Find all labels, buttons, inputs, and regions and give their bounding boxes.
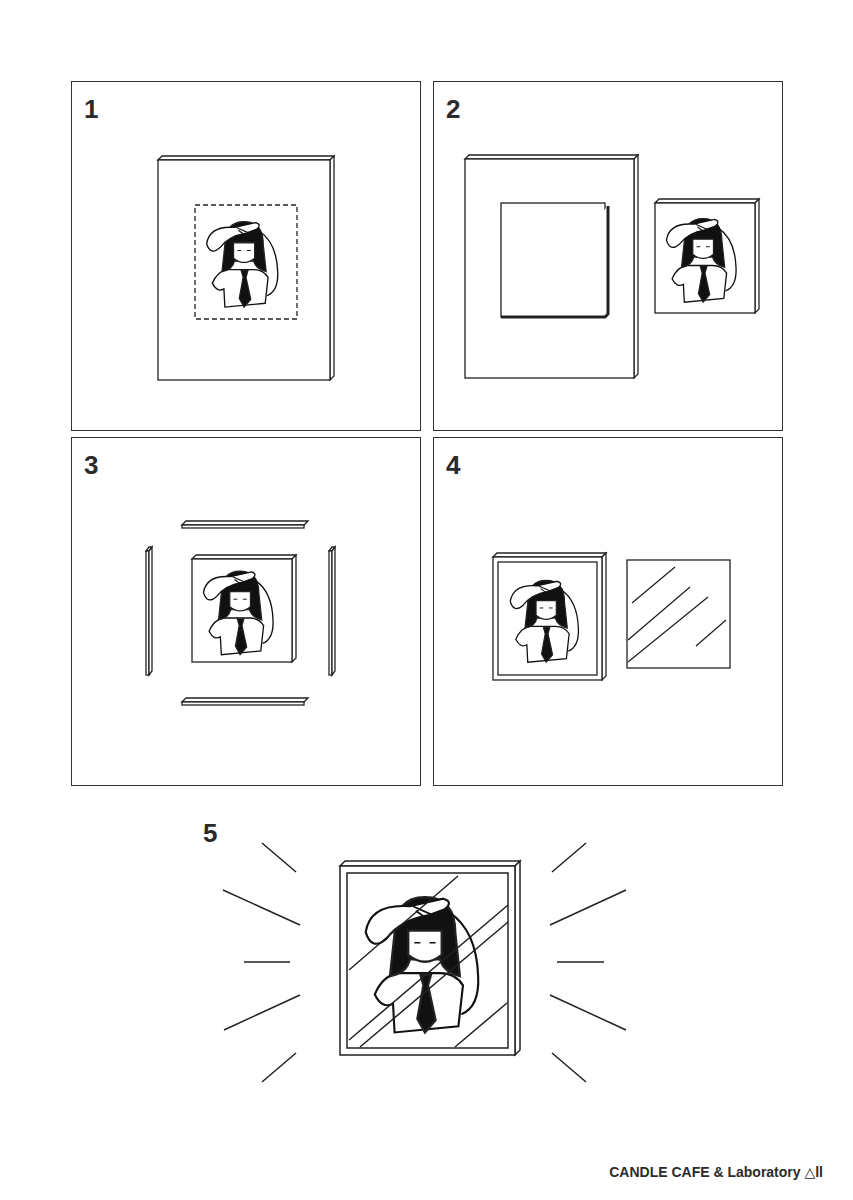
step-panel: 2 bbox=[433, 81, 783, 431]
step-number: 5 bbox=[203, 820, 217, 846]
step2-drawing bbox=[465, 155, 759, 378]
step-panel: 4 bbox=[433, 437, 783, 786]
step-panel: 1 bbox=[71, 81, 421, 431]
step-number: 2 bbox=[446, 96, 460, 122]
step1-drawing bbox=[158, 156, 334, 380]
step-number: 3 bbox=[84, 452, 98, 478]
step3-drawing bbox=[146, 521, 335, 705]
step-panel: 3 bbox=[71, 437, 421, 786]
step-number: 4 bbox=[446, 452, 460, 478]
step-number: 1 bbox=[84, 96, 98, 122]
footer-credit: CANDLE CAFE & Laboratory △ll bbox=[609, 1165, 823, 1179]
step5-drawing bbox=[223, 843, 626, 1082]
step4-drawing bbox=[493, 553, 730, 680]
